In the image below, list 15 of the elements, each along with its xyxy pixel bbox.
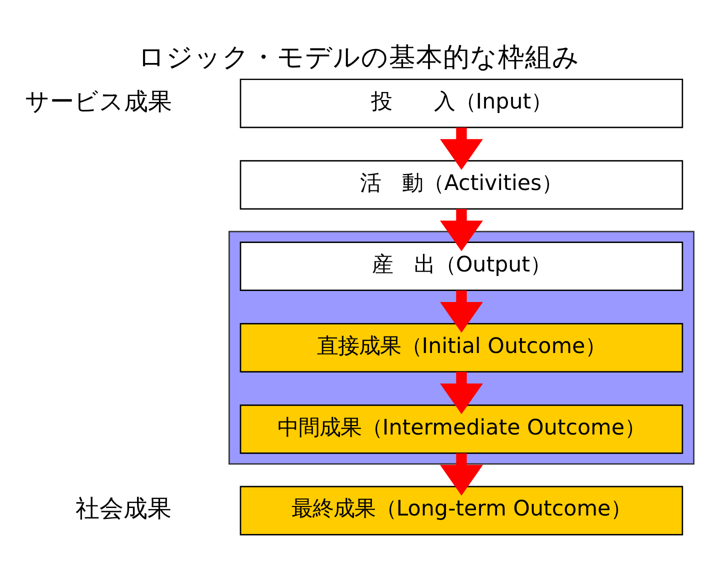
arrow — [440, 209, 483, 252]
node-box: 投 入（Input） — [240, 78, 684, 128]
arrow — [440, 372, 483, 414]
diagram-title: ロジック・モデルの基本的な枠組み — [138, 42, 580, 74]
node-box: 直接成果（Initial Outcome） — [240, 323, 684, 372]
label: 社会成果 — [76, 494, 172, 522]
node-box: 産 出（Output） — [240, 242, 684, 291]
arrow — [440, 128, 483, 170]
cluster — [228, 230, 694, 465]
label: サービス成果 — [24, 87, 172, 116]
arrow — [440, 290, 483, 333]
arrow — [440, 453, 483, 496]
node-box: 最終成果（Long-term Outcome） — [240, 486, 684, 536]
node-box: 活 動（Activities） — [240, 160, 684, 210]
node-box: 中間成果（Intermediate Outcome） — [240, 404, 684, 454]
